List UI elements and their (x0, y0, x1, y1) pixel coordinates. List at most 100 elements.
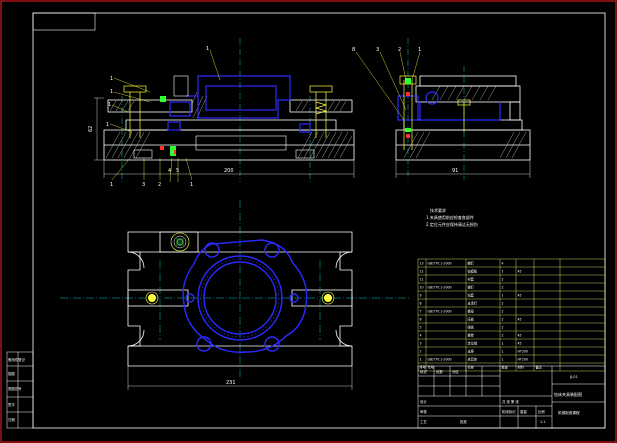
left-register-strip (6, 351, 34, 429)
parts-list-cell: 2 (502, 286, 504, 290)
parts-list-header: 代号 (428, 365, 434, 370)
parts-list-cell: HT200 (518, 350, 528, 354)
title-block-label: 处数 (436, 369, 443, 374)
front-view: 1 1 1 1 1 1 3 2 4 5 1 200 62 (88, 38, 355, 188)
balloon: 1 (106, 122, 109, 128)
plan-top-fixture (159, 231, 199, 253)
front-hatch (105, 91, 353, 159)
balloon: 8 (352, 47, 355, 53)
title-block-label: 审核 (420, 409, 427, 414)
balloon: 4 (168, 168, 171, 174)
balloon: 1 (418, 47, 421, 53)
parts-list-cell: 45 (518, 334, 522, 338)
parts-list-cell: 45 (518, 294, 522, 298)
parts-list-cell: 2 (502, 318, 504, 322)
drawing-frame (32, 12, 606, 429)
balloon: 5 (176, 168, 179, 174)
parts-list-cell: 2 (502, 278, 504, 282)
balloon: 1 (190, 182, 193, 188)
parts-list-cell: 定位销 (468, 341, 478, 346)
balloon: 1 (206, 46, 209, 52)
side-dim-width: 91 (452, 168, 458, 174)
side-hatch (403, 85, 527, 159)
parts-list-header: 材料 (518, 365, 525, 370)
parts-list-cell: 钻模板 (468, 269, 478, 274)
technical-notes: 技术要求 1.夹具使用前应检查各部件 2.定位元件应保持清洁无损伤 (426, 207, 478, 227)
parts-list-cell: 45 (518, 270, 522, 274)
parts-list-cell: 4 (502, 262, 504, 266)
parts-list-cell: GB/T70.1-2000 (428, 286, 452, 290)
parts-list-cell: 1 (502, 342, 504, 346)
side-workpiece (419, 102, 501, 121)
parts-list-header: 名称 (468, 365, 475, 370)
notes-line: 2.定位元件应保持清洁无损伤 (426, 221, 478, 227)
notes-line: 1.夹具使用前应检查各部件 (426, 214, 474, 220)
parts-list-cell: 7 (420, 310, 422, 314)
title-block-label: 比例 (538, 409, 545, 414)
title-block-label: 标记 (420, 369, 427, 374)
front-dim-width: 200 (224, 168, 234, 174)
title-block-label: 阶段标记 (502, 409, 516, 414)
front-workpiece-bore (205, 85, 277, 111)
top-left-code-box (32, 12, 96, 31)
front-upper-left-plate (107, 99, 193, 113)
title-block-label: 批准 (460, 419, 467, 424)
plan-view: 231 (60, 200, 410, 390)
parts-list-cell: HT200 (518, 358, 528, 362)
parts-list-header: 序号 (420, 365, 426, 370)
left-strip-label: 签字 (8, 402, 15, 407)
parts-list-cell: 螺母 (468, 309, 474, 314)
parts-list-cell: 5 (420, 326, 422, 330)
parts-list-cell: 压板 (468, 317, 475, 322)
plan-workpiece-outline (182, 239, 308, 353)
parts-list-cell: 8 (420, 302, 422, 306)
left-strip-label: 借用件登记 (8, 357, 26, 362)
parts-list-cell: 螺钉 (468, 285, 475, 290)
parts-list-cell: 弹簧 (468, 325, 475, 330)
parts-list-cell: 1 (502, 350, 504, 354)
parts-list-cell: 45 (518, 342, 522, 346)
parts-list-cell: 1 (502, 270, 504, 274)
parts-list-cell: 6 (420, 318, 422, 322)
parts-list-cell: 12 (420, 270, 424, 274)
plan-dim-width: 231 (226, 380, 236, 386)
left-strip-label: 日期 (8, 417, 15, 422)
parts-list-cell: 11 (420, 278, 424, 282)
parts-list-cell: 支承钉 (468, 301, 478, 306)
balloon: 2 (158, 182, 161, 188)
balloon: 3 (142, 182, 145, 188)
parts-list-cell: GB/T70.1-2000 (428, 310, 452, 314)
parts-list-cell: 1 (502, 358, 504, 362)
front-base-top-plate (125, 119, 337, 131)
parts-list-cell: 45 (518, 318, 522, 322)
balloon: 3 (376, 47, 379, 53)
parts-list-cell: 1 (420, 358, 422, 362)
parts-list-header: 数量 (502, 365, 509, 370)
plan-inner-ring (203, 261, 277, 335)
balloon: 1 (108, 102, 111, 108)
plan-outer-ring (197, 255, 283, 341)
parts-list-cell: 2 (502, 334, 504, 338)
title-block-drawing-no: JJ-01 (569, 375, 578, 379)
parts-list-cell: 3 (420, 342, 422, 346)
title-block-label: 重量 (520, 409, 527, 414)
title-block-sheet: 共 张 第 张 (502, 399, 519, 404)
title-block-label: 工艺 (420, 419, 427, 424)
parts-list-cell: 支座 (468, 349, 475, 354)
balloon: 1 (110, 76, 113, 82)
parts-list-cell: 钻套 (468, 293, 475, 298)
balloon: 1 (110, 89, 113, 95)
front-blue-block (169, 101, 191, 117)
title-block-scale: 1:1 (540, 420, 545, 424)
title-block-label: 设计 (420, 399, 427, 404)
parts-list-cell: 13 (420, 262, 424, 266)
parts-list-cell: 10 (420, 286, 424, 290)
front-workpiece (197, 75, 291, 119)
left-strip-labels: 借用件登记 描图 底图总号 签字 日期 (8, 357, 26, 422)
parts-list-cell: 螺钉 (468, 261, 475, 266)
front-dim-height: 62 (88, 126, 94, 132)
notes-title: 技术要求 (430, 207, 446, 213)
